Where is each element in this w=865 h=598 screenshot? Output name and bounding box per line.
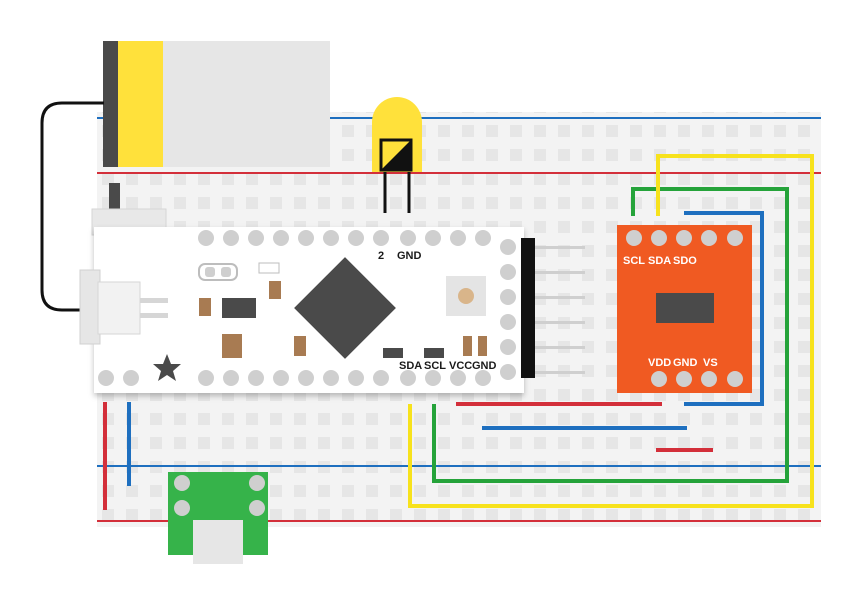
sensor-board: SCL SDA SDO VDD GND VS bbox=[617, 225, 752, 393]
sensor-bottom-pins bbox=[651, 371, 743, 387]
battery-wire bbox=[40, 101, 104, 312]
smd-capacitor bbox=[294, 336, 306, 356]
wire-blue-gnd bbox=[684, 211, 764, 406]
wire-green-scl bbox=[432, 187, 789, 483]
microcontroller-board: 2 GND SDA SCL VCC GND bbox=[79, 227, 585, 393]
sensor-chip bbox=[656, 293, 714, 323]
pin-label-scl: SCL bbox=[424, 360, 446, 372]
pin-label-vcc: VCC bbox=[449, 360, 472, 372]
usb-port[interactable] bbox=[193, 520, 243, 564]
crystal-oscillator bbox=[198, 263, 238, 281]
wire-yellow-sda bbox=[408, 154, 814, 508]
led bbox=[372, 97, 422, 213]
star-logo-icon bbox=[153, 354, 181, 381]
battery bbox=[103, 41, 330, 167]
pin-label-sda: SDA bbox=[399, 360, 422, 372]
smd-component bbox=[258, 262, 280, 274]
smd-capacitor bbox=[199, 298, 211, 316]
smd-capacitor bbox=[222, 334, 242, 358]
regulator-chip bbox=[222, 298, 256, 318]
sensor-label-scl: SCL bbox=[623, 255, 645, 267]
sensor-label-gnd: GND bbox=[673, 357, 698, 369]
smd-capacitor bbox=[269, 281, 281, 299]
sensor-label-vs: VS bbox=[703, 357, 718, 369]
sensor-label-sdo: SDO bbox=[673, 255, 697, 267]
sensor-label-vdd: VDD bbox=[648, 357, 671, 369]
pin-label-gnd-bottom: GND bbox=[472, 360, 497, 372]
pin-label-gnd-top: GND bbox=[397, 250, 422, 262]
reset-button[interactable] bbox=[446, 276, 486, 316]
smd-component bbox=[383, 348, 403, 358]
pin-label-2: 2 bbox=[378, 250, 384, 262]
smd-component bbox=[424, 348, 444, 358]
mcu-chip bbox=[294, 257, 396, 359]
smd-capacitor bbox=[478, 336, 487, 356]
top-header-pins bbox=[198, 230, 491, 246]
smd-capacitor bbox=[463, 336, 472, 356]
sensor-label-sda: SDA bbox=[648, 255, 671, 267]
sensor-top-pins bbox=[626, 230, 743, 246]
wires bbox=[103, 154, 814, 510]
battery-connector bbox=[79, 269, 168, 345]
bottom-header-pins bbox=[98, 370, 491, 386]
usb-board bbox=[168, 472, 268, 564]
right-header bbox=[500, 238, 585, 380]
